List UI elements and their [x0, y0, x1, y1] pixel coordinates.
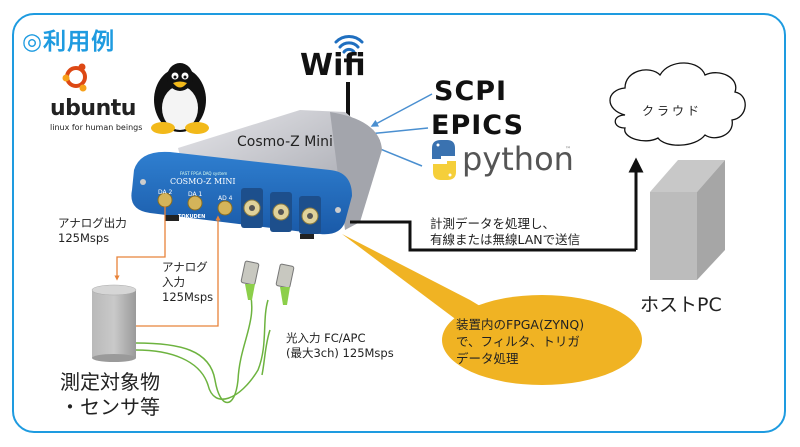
- fpga-callout-bubble: [342, 234, 642, 385]
- callout-line3: データ処理: [456, 351, 519, 366]
- callout-line2: で、フィルタ、トリガ: [456, 334, 580, 349]
- target-label: 測定対象物・センサ等: [60, 370, 160, 420]
- device-name: Cosmo-Z Mini: [237, 134, 333, 150]
- optical-input-label: 光入力 FC/APC(最大3ch) 125Msps: [286, 331, 394, 361]
- port-label-da2: DA 2: [158, 189, 173, 196]
- transmit-line2: 有線または無線LANで送信: [430, 232, 581, 247]
- ubuntu-wordmark: ubuntu: [50, 96, 136, 121]
- scpi-arrow: [370, 93, 433, 127]
- host-pc-label: ホストPC: [640, 294, 722, 316]
- fpga-callout-text: 装置内のFPGA(ZYNQ) で、フィルタ、トリガデータ処理: [456, 316, 584, 367]
- transmit-line1: 計測データを処理し、: [430, 216, 556, 231]
- ubuntu-tagline: linux for human beings: [50, 123, 143, 132]
- cosmo-z-mini-device: [131, 110, 382, 239]
- analog-input-line1: アナログ: [162, 260, 208, 274]
- analog-output-line2: 125Msps: [58, 231, 110, 245]
- port-label-da1: DA 1: [188, 191, 203, 198]
- analog-output-line1: アナログ出力: [58, 216, 127, 230]
- wifi-dot-icon: [346, 53, 352, 59]
- analog-input-line3: 125Msps: [162, 290, 214, 304]
- optical-fibers: [135, 284, 271, 403]
- analog-input-line2: 入力: [162, 275, 185, 289]
- target-line1: 測定対象物: [60, 370, 160, 394]
- diagram-frame: [12, 13, 786, 433]
- callout-line1: 装置内のFPGA(ZYNQ): [456, 317, 585, 332]
- cloud-shape: [609, 62, 746, 146]
- host-pc-icon: [650, 160, 725, 280]
- fc-connector-icon: [240, 260, 295, 305]
- measurement-target-cylinder: [91, 284, 137, 362]
- transmit-label: 計測データを処理し、有線または無線LANで送信: [430, 216, 580, 248]
- analog-input-line: [136, 215, 221, 327]
- panel-subtitle: FAST FPGA DAQ system: [180, 171, 227, 176]
- target-line2: ・センサ等: [60, 395, 160, 419]
- protocol-epics: EPICS: [431, 110, 525, 141]
- port-label-ad4: AD 4: [218, 195, 233, 202]
- epics-arrow: [366, 127, 429, 138]
- panel-brand: COSMO-Z MINI: [170, 177, 236, 186]
- protocol-python: python: [462, 140, 574, 178]
- python-trademark: ™: [565, 146, 571, 153]
- wifi-label: Wifi: [300, 48, 366, 83]
- optical-input-line1: 光入力 FC/APC: [286, 331, 366, 345]
- optical-input-line2: (最大3ch) 125Msps: [286, 346, 394, 360]
- tux-penguin-icon: [151, 63, 209, 134]
- analog-output-line: [114, 206, 166, 281]
- ubuntu-logo-icon: [62, 63, 87, 92]
- network-line: [350, 220, 636, 252]
- cloud-label: クラウド: [642, 104, 703, 118]
- wifi-signal-icon: [334, 35, 364, 54]
- python-logo-icon: [432, 140, 456, 180]
- protocol-scpi: SCPI: [434, 76, 508, 107]
- section-title: ◎利用例: [22, 29, 116, 55]
- maker-label: TOKUDEN: [178, 214, 205, 220]
